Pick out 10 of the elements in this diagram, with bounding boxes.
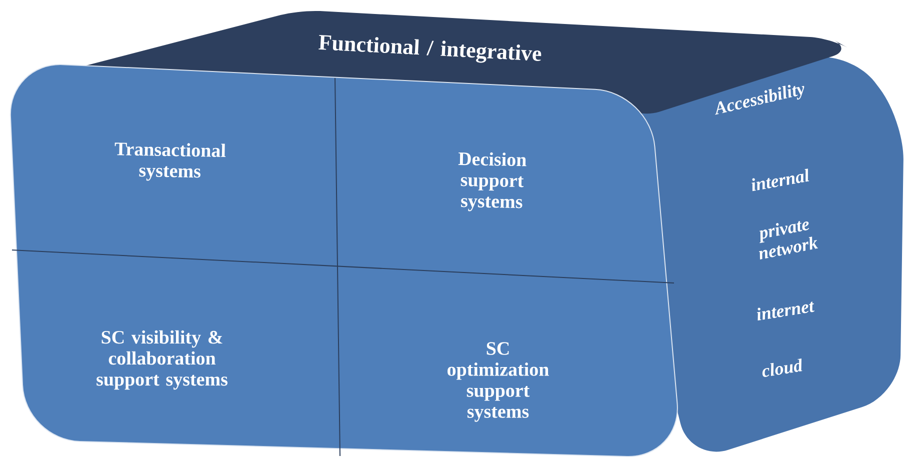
cell-text: SC optimization support systems — [448, 342, 549, 422]
cell-text: SC visibility & collaboration support systems — [96, 330, 228, 390]
side-label: internet — [757, 302, 814, 321]
side-label: internal — [752, 168, 809, 192]
cell-text: Decision support systems — [458, 152, 526, 212]
face-title: Functional / integrative — [318, 34, 542, 63]
side-label: cloud — [762, 358, 802, 377]
cell-text: Transactional systems — [114, 142, 226, 181]
side-label: private network — [759, 221, 818, 260]
heading: Accessibility — [715, 84, 804, 115]
